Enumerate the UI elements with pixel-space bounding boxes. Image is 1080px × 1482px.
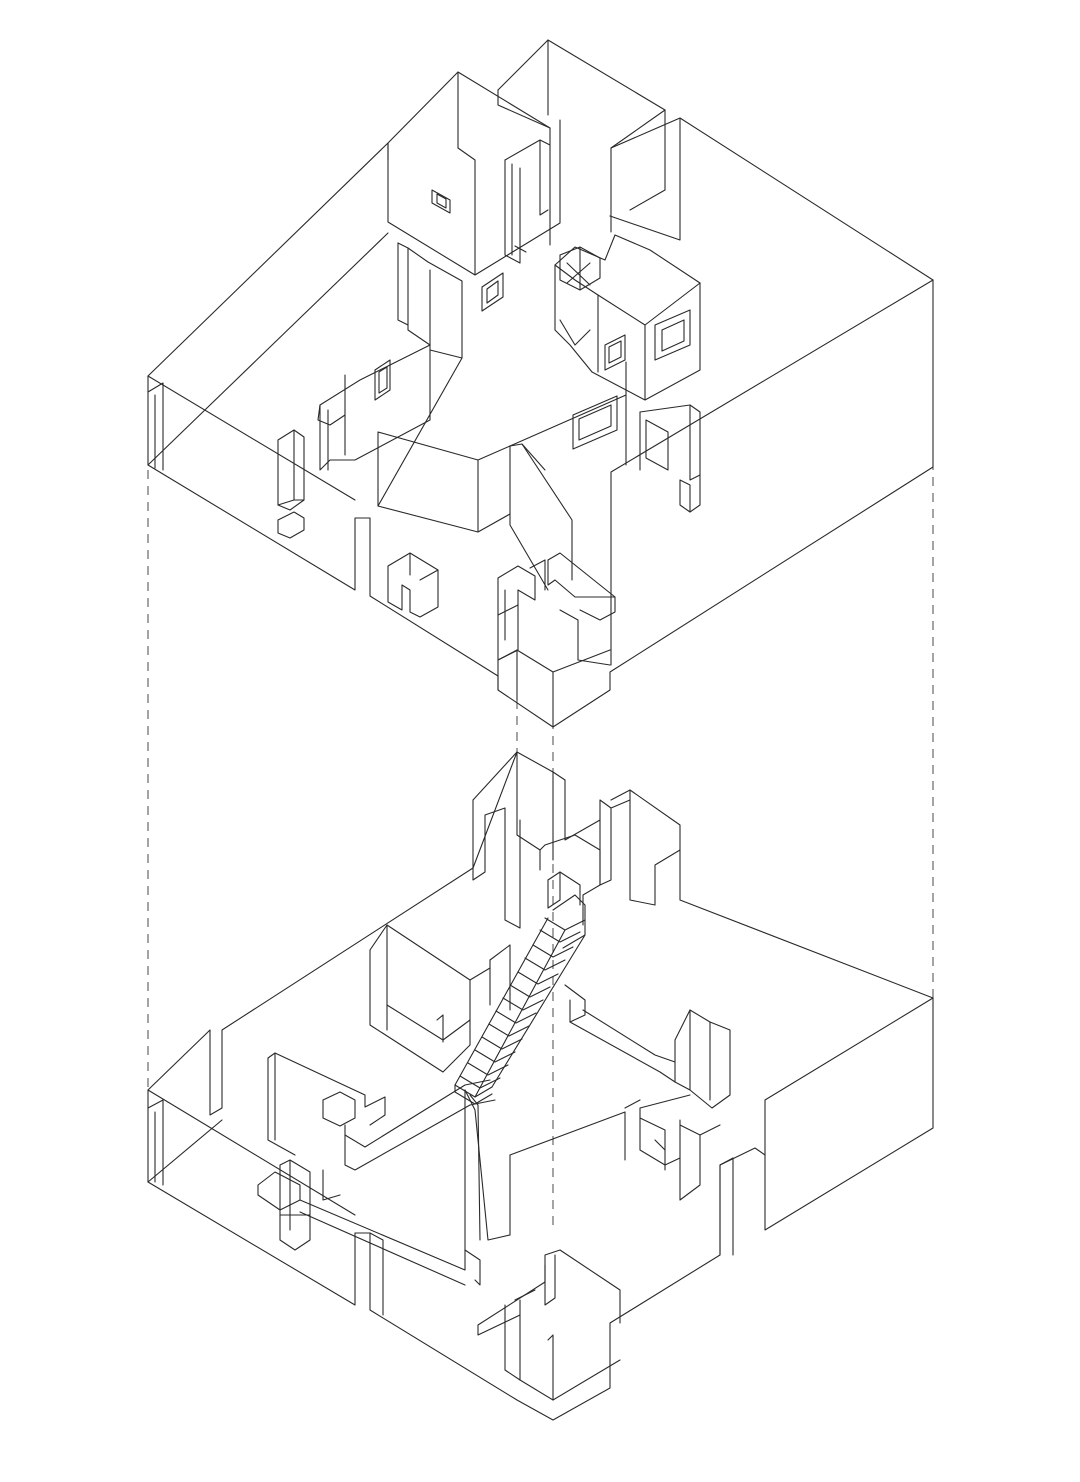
alignment-guides bbox=[147, 365, 934, 1230]
upper-left-corridor bbox=[277, 242, 463, 539]
lower-floor bbox=[147, 751, 934, 1421]
upper-right-wing bbox=[639, 404, 701, 513]
lower-rear-rooms bbox=[472, 751, 681, 929]
lower-central-angled-wall bbox=[299, 1089, 641, 1286]
upper-floor bbox=[147, 39, 934, 728]
lower-right-corridor bbox=[564, 984, 731, 1201]
upper-hex-bay bbox=[554, 234, 701, 450]
upper-central-room bbox=[377, 357, 627, 533]
upper-angled-partition bbox=[497, 443, 616, 728]
lower-central-box bbox=[369, 924, 511, 1073]
upper-rear-rooms bbox=[387, 39, 666, 312]
lower-staircase bbox=[454, 871, 586, 1105]
lower-outer-walls bbox=[147, 789, 934, 1421]
lower-left-walls bbox=[257, 1052, 496, 1251]
upper-front-walls bbox=[387, 552, 546, 661]
upper-rear-doorways bbox=[504, 139, 551, 264]
lower-front-rooms bbox=[477, 1249, 621, 1401]
upper-outer-walls bbox=[147, 117, 934, 728]
lower-front-left-walls bbox=[354, 1232, 384, 1316]
